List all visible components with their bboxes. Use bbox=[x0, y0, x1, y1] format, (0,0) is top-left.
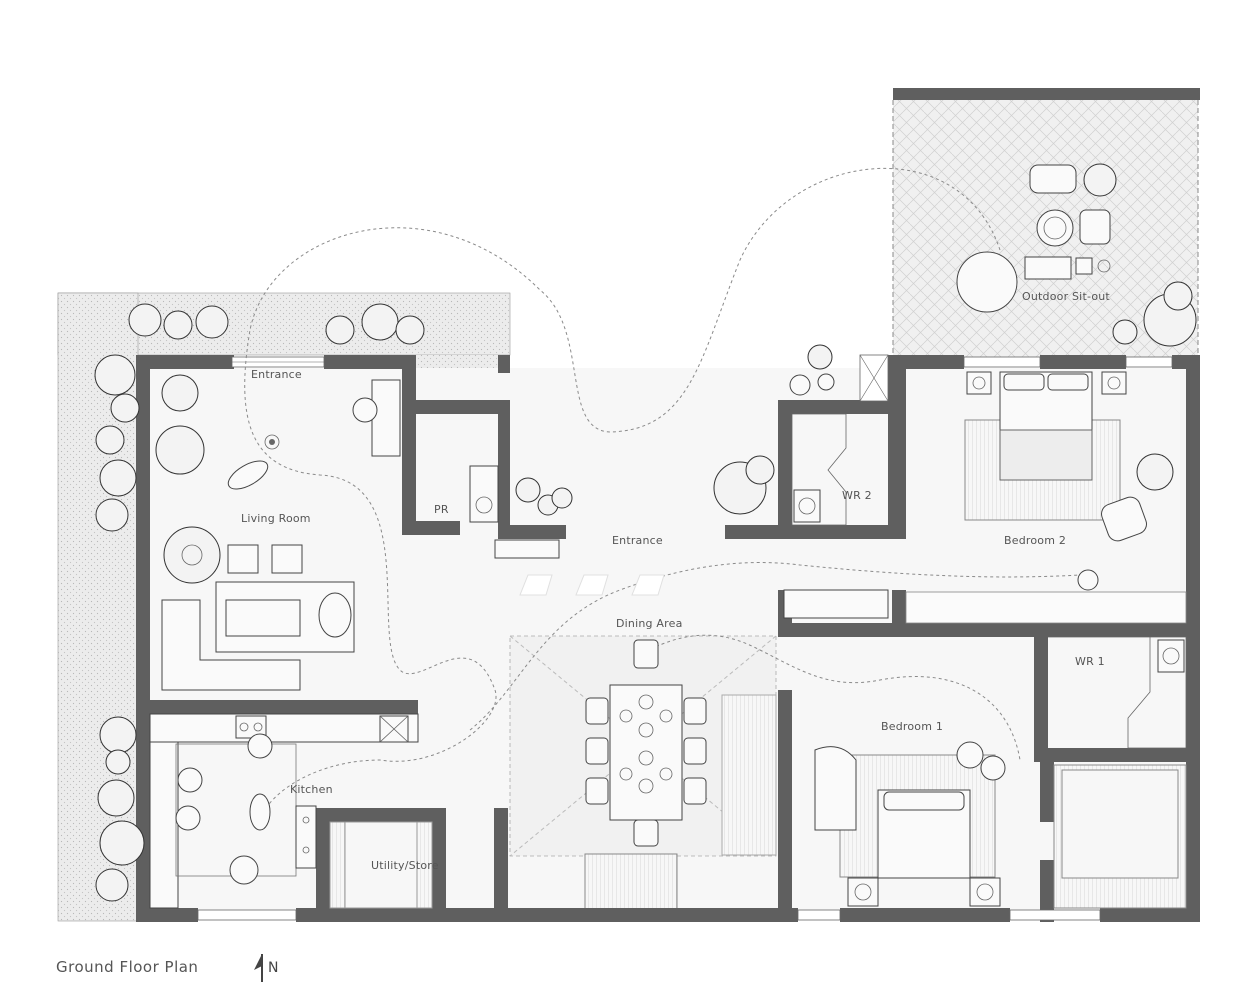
utility-shelves bbox=[329, 821, 433, 909]
windows bbox=[197, 354, 1173, 921]
label-pr: PR bbox=[434, 503, 449, 516]
north-label: N bbox=[268, 960, 279, 976]
dining-furniture bbox=[585, 639, 707, 847]
north-arrow-icon bbox=[254, 954, 263, 982]
room-labels: Entrance Living Room PR Entrance WR 2 Be… bbox=[241, 290, 1110, 872]
label-kitchen: Kitchen bbox=[290, 783, 333, 796]
bedroom1-furniture bbox=[814, 741, 1187, 909]
wr2-fixtures bbox=[791, 413, 847, 526]
label-dining-area: Dining Area bbox=[616, 617, 683, 630]
circulation-path bbox=[244, 167, 1001, 821]
label-wr1: WR 1 bbox=[1075, 655, 1105, 668]
living-room-furniture bbox=[155, 374, 401, 691]
label-bedroom2: Bedroom 2 bbox=[1004, 534, 1066, 547]
label-outdoor-sitout: Outdoor Sit-out bbox=[1022, 290, 1110, 303]
label-entrance-mid: Entrance bbox=[612, 534, 663, 547]
label-living-room: Living Room bbox=[241, 512, 311, 525]
bedroom2-furniture bbox=[783, 371, 1187, 624]
label-wr2: WR 2 bbox=[842, 489, 872, 502]
walls bbox=[136, 355, 1200, 922]
wr1-fixtures bbox=[1048, 636, 1187, 749]
garden-plants bbox=[94, 303, 425, 902]
label-entrance-top: Entrance bbox=[251, 368, 302, 381]
entrance-planting bbox=[469, 455, 775, 596]
label-bedroom1: Bedroom 1 bbox=[881, 720, 943, 733]
kitchen-furniture bbox=[149, 713, 419, 909]
drawing-title: Ground Floor Plan bbox=[56, 958, 199, 976]
sitout-furniture bbox=[789, 163, 1197, 396]
label-utility-store: Utility/Store bbox=[371, 859, 439, 872]
